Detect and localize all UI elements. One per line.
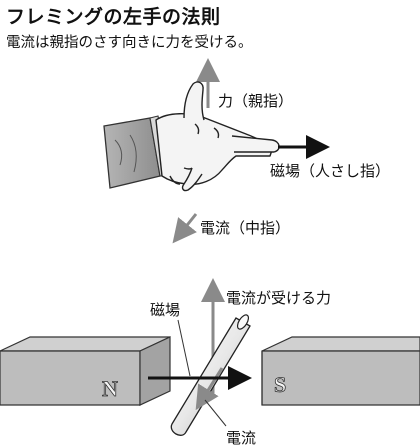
motor-field-label: 磁場 <box>150 301 181 319</box>
conductor-rod <box>170 314 251 436</box>
diagram-title: フレミングの左手の法則 <box>6 6 221 28</box>
field-label: 磁場（人さし指） <box>270 162 391 180</box>
current-arrow <box>195 367 224 411</box>
north-pole-letter: N <box>102 376 118 401</box>
south-magnet <box>261 336 420 406</box>
middle-current-arrow <box>172 213 198 244</box>
motor-current-label: 電流 <box>226 429 257 447</box>
field-leader-line <box>177 319 191 377</box>
current-label: 電流（中指） <box>200 219 291 237</box>
diagram-subtitle: 電流は親指のさす向きに力を受ける。 <box>6 35 253 51</box>
south-pole-letter: S <box>274 372 286 397</box>
left-hand-illustration <box>155 81 280 192</box>
force-label: 力（親指） <box>218 92 294 110</box>
north-magnet <box>0 336 171 406</box>
motor-force-label: 電流が受ける力 <box>226 289 332 307</box>
current-leader-line <box>204 399 227 427</box>
